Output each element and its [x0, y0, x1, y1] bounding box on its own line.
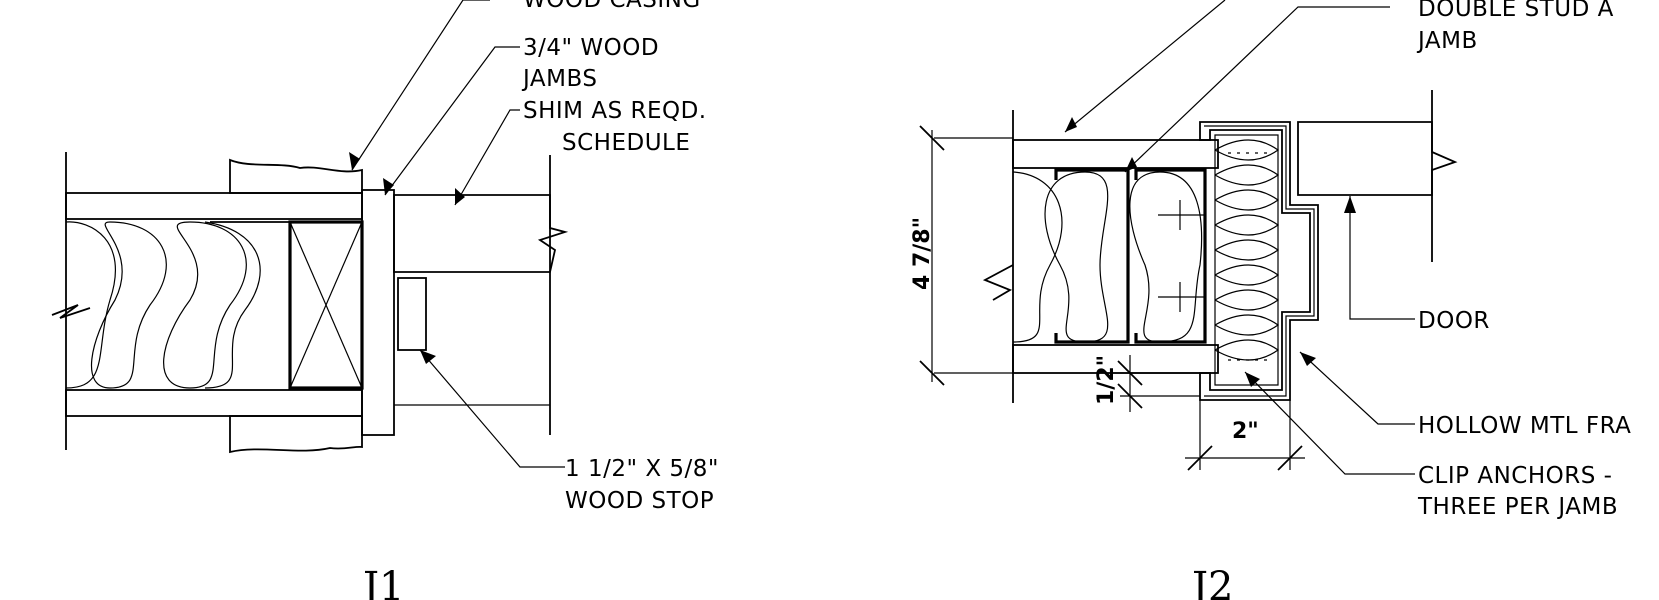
j1-note-shim-line2: SCHEDULE — [562, 130, 690, 156]
j1-note-shim-line1: SHIM AS REQD. — [523, 98, 707, 124]
j2-frame-inner-line — [1204, 125, 1315, 397]
j2-note-hollow-frame: HOLLOW MTL FRA — [1418, 413, 1631, 439]
j2-note-clip-line1: CLIP ANCHORS - — [1418, 463, 1612, 489]
j1-note-stop-line2: WOOD STOP — [565, 488, 714, 514]
j2-note-door: DOOR — [1418, 308, 1490, 334]
detail-j2: 4 7/8" 1/2" 2" — [910, 0, 1631, 600]
j2-dim-wall — [919, 125, 1013, 386]
j1-gypsum-board-bottom — [65, 389, 363, 417]
j1-door-panel — [393, 194, 569, 273]
j2-insulation — [1012, 171, 1203, 343]
j2-gypsum-board-bottom — [1012, 344, 1219, 374]
j2-note-stud-line2: JAMB — [1416, 28, 1478, 54]
j2-note-stud-line1: DOUBLE STUD A — [1418, 0, 1614, 22]
j1-note-stop-line1: 1 1/2" X 5/8" — [565, 456, 719, 482]
j2-double-steel-stud — [1054, 168, 1207, 344]
j1-insulation — [65, 221, 261, 389]
j2-leaders — [1064, 0, 1415, 475]
j1-note-jambs-line1: 3/4" WOOD — [523, 35, 659, 61]
j1-detail-label: J1 — [359, 564, 404, 600]
j2-hollow-metal-frame — [1199, 121, 1319, 401]
j1-gypsum-board-top — [65, 192, 363, 220]
j1-wood-stop — [397, 277, 427, 351]
j1-break-symbol — [51, 304, 91, 319]
detail-j1: WOOD CASING 3/4" WOOD JAMBS SHIM AS REQD… — [51, 0, 719, 600]
j2-note-clip-line2: THREE PER JAMB — [1417, 494, 1618, 520]
j2-detail-label: J2 — [1188, 564, 1233, 600]
j1-wood-stud — [210, 220, 364, 390]
j1-note-jambs-line2: JAMBS — [521, 66, 597, 92]
j1-wood-casing-bottom — [229, 415, 363, 454]
j1-wood-jamb — [361, 189, 395, 436]
j2-dim-gap — [1117, 355, 1200, 412]
j1-wood-casing-top — [229, 158, 363, 194]
j1-leaders — [349, 0, 565, 468]
j2-frame-insulation — [1214, 134, 1280, 386]
j2-dim-frame-text: 2" — [1232, 419, 1259, 444]
j2-dim-wall-text: 4 7/8" — [910, 217, 935, 290]
j2-dim-frame — [1185, 400, 1305, 471]
j2-break-symbol — [982, 264, 1014, 301]
j2-dim-gap-text: 1/2" — [1094, 355, 1119, 405]
j1-note-wood-casing: WOOD CASING — [523, 0, 701, 13]
j2-gypsum-board-top — [1012, 139, 1219, 169]
